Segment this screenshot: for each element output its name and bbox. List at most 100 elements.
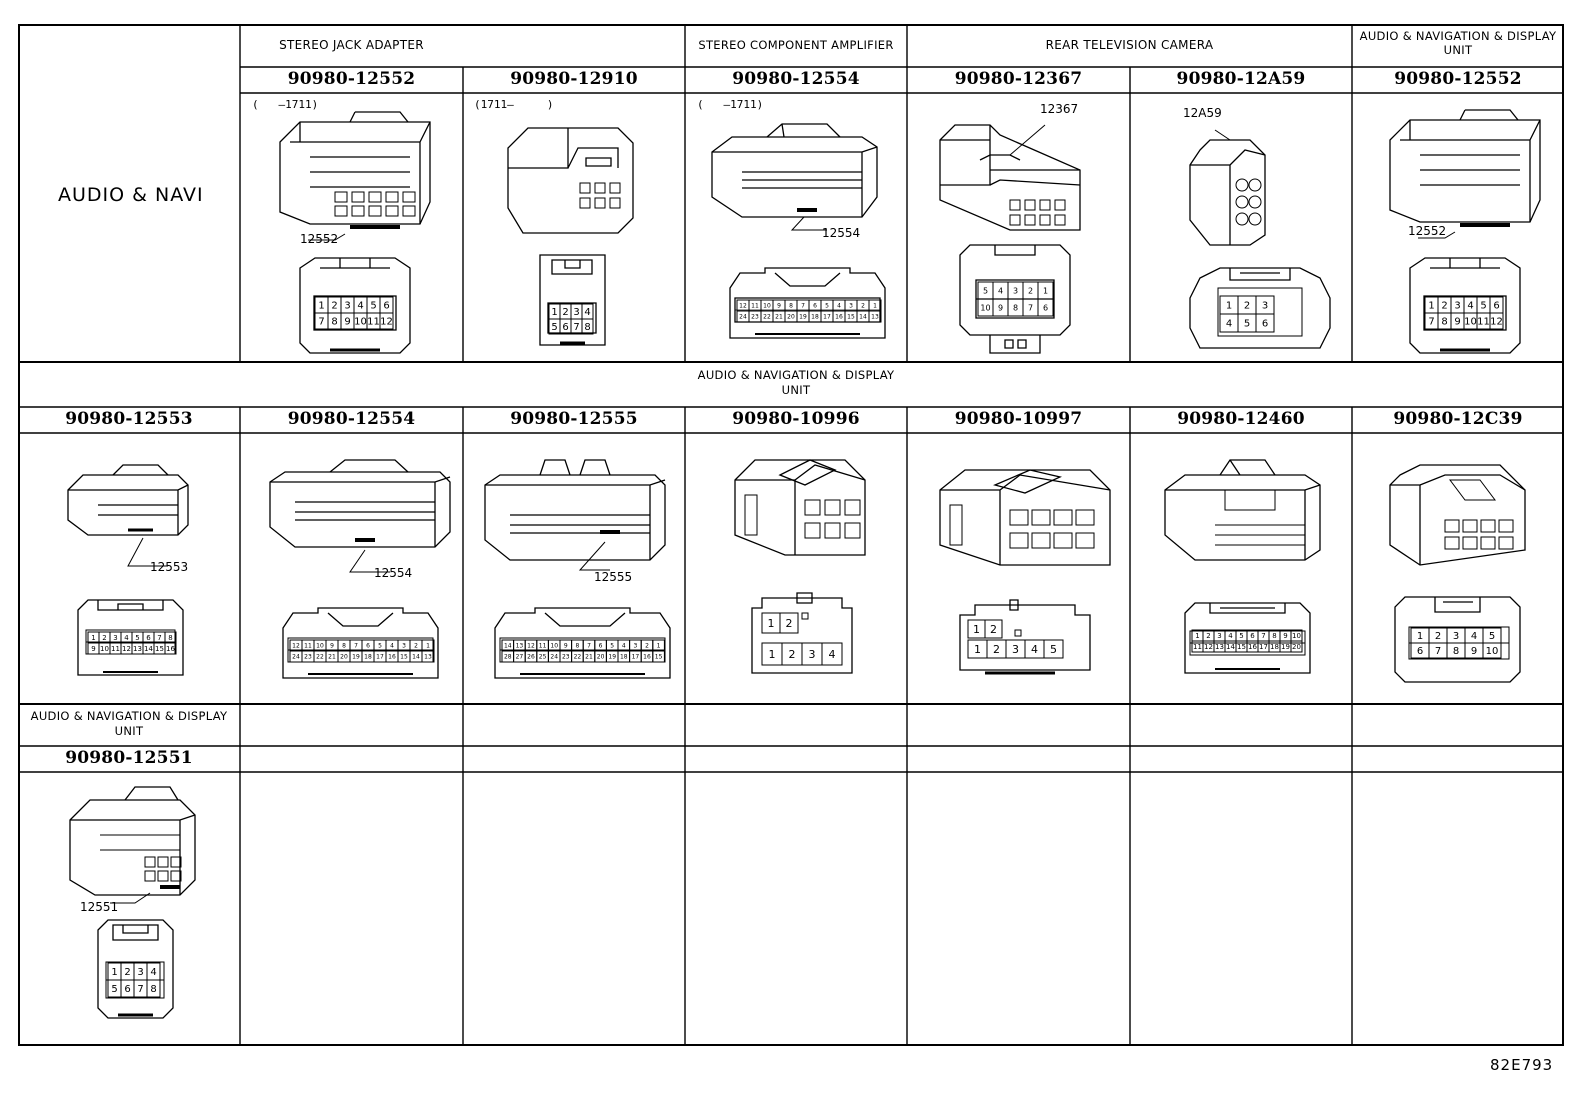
pin-number: 13 — [133, 645, 142, 653]
pin-number: 2 — [1244, 301, 1250, 312]
pin-number: 7 — [587, 643, 591, 650]
pin-number: 7 — [1428, 317, 1434, 328]
connector-12C39-iso — [1389, 464, 1526, 566]
pin-number: 27 — [516, 654, 524, 661]
pin-number: 1 — [768, 617, 775, 630]
pin-number: 6 — [1043, 303, 1048, 312]
group-audio-nav-line1: AUDIO & NAVIGATION & DISPLAY — [30, 709, 228, 723]
pin-number: 7 — [801, 303, 805, 310]
pin-number: 28 — [504, 654, 512, 661]
pin-number: 3 — [1453, 631, 1459, 642]
pin-number: 19 — [799, 314, 807, 321]
group-audio-nav-line2: UNIT — [114, 724, 144, 738]
pin-number: 12 — [1490, 317, 1503, 328]
pin-number: 3 — [344, 301, 350, 312]
pin-number: 9 — [344, 317, 350, 328]
pin-number: 8 — [331, 317, 337, 328]
pin-number: 2 — [102, 634, 106, 642]
connector-10996-iso — [734, 459, 866, 556]
pin-number: 7 — [1435, 646, 1441, 657]
pin-number: 8 — [575, 643, 579, 650]
pin-number: 21 — [585, 654, 593, 661]
pin-cell — [164, 642, 177, 655]
pin-number: 14 — [1226, 643, 1235, 651]
pin-cell — [1489, 312, 1504, 330]
connector-code: 12555 — [594, 570, 633, 584]
group-audio-nav-line1: AUDIO & NAVIGATION & DISPLAY — [1359, 29, 1557, 43]
pin-number: 11 — [751, 303, 759, 310]
row1-label: AUDIO & NAVI — [58, 184, 204, 206]
connector-12A59-iso — [1189, 129, 1266, 246]
pin-number: 6 — [599, 643, 603, 650]
pin-number: 9 — [91, 645, 95, 653]
pin-number: 25 — [539, 654, 547, 661]
pin-cell — [1290, 640, 1303, 653]
pin-number: 17 — [376, 654, 384, 661]
pin-number: 1 — [111, 967, 117, 978]
pin-number: 1 — [1043, 286, 1048, 295]
pin-number: 2 — [1441, 301, 1447, 312]
connector-10997-iso — [939, 469, 1111, 566]
connector-12554-iso — [711, 123, 878, 231]
pin-number: 12 — [527, 643, 535, 650]
pin-number: 4 — [837, 303, 841, 310]
pin-number: 2 — [331, 301, 337, 312]
pin-number: 1 — [1226, 301, 1232, 312]
pin-cell — [379, 312, 394, 330]
pin-number: 2 — [789, 648, 796, 661]
pin-number: 18 — [811, 314, 819, 321]
date-note: ( –1711) — [252, 98, 319, 111]
pin-number: 10 — [1464, 317, 1477, 328]
pin-number: 1 — [426, 643, 430, 650]
pin-number: 6 — [1417, 646, 1423, 657]
pin-number: 10 — [550, 643, 558, 650]
pin-number: 21 — [328, 654, 336, 661]
pin-number: 14 — [412, 654, 420, 661]
pin-number: 5 — [370, 301, 376, 312]
pin-number: 7 — [137, 984, 143, 995]
pin-number: 5 — [1244, 319, 1250, 330]
pin-number: 6 — [146, 634, 151, 642]
pin-number: 2 — [993, 643, 1000, 656]
part-number: 90980-10996 — [732, 409, 860, 429]
pin-number: 3 — [1012, 643, 1019, 656]
pin-number: 14 — [144, 645, 153, 653]
pin-number: 12 — [122, 645, 131, 653]
pin-number: 4 — [829, 648, 836, 661]
connector-code: 12552 — [1408, 224, 1447, 238]
pin-number: 15 — [655, 654, 663, 661]
group-stereo-component-amplifier: STEREO COMPONENT AMPLIFIER — [698, 38, 894, 52]
pin-cell — [652, 650, 665, 663]
pin-number: 2 — [861, 303, 865, 310]
pin-cell — [1482, 642, 1502, 659]
pin-number: 16 — [388, 654, 396, 661]
pin-number: 9 — [564, 643, 568, 650]
connector-12910-face — [539, 254, 606, 346]
pin-cell — [421, 650, 435, 663]
pin-number: 8 — [1453, 646, 1459, 657]
pin-number: 6 — [383, 301, 389, 312]
connector-12552-iso — [279, 111, 431, 241]
pin-number: 10 — [100, 645, 109, 653]
part-number: 90980-12C39 — [1393, 409, 1523, 429]
pin-number: 9 — [330, 643, 334, 650]
group-audio-nav-line1: AUDIO & NAVIGATION & DISPLAY — [697, 368, 895, 382]
part-number: 90980-12553 — [65, 409, 193, 429]
pin-number: 9 — [777, 303, 781, 310]
pin-number: 15 — [155, 645, 164, 653]
pin-number: 9 — [1471, 646, 1477, 657]
date-note: (1711– ) — [474, 98, 554, 111]
pin-number: 3 — [809, 648, 816, 661]
pin-number: 5 — [610, 643, 614, 650]
pin-number: 17 — [632, 654, 640, 661]
pin-number: 9 — [1454, 317, 1460, 328]
pin-number: 8 — [150, 984, 156, 995]
part-number: 90980-12910 — [510, 69, 638, 89]
